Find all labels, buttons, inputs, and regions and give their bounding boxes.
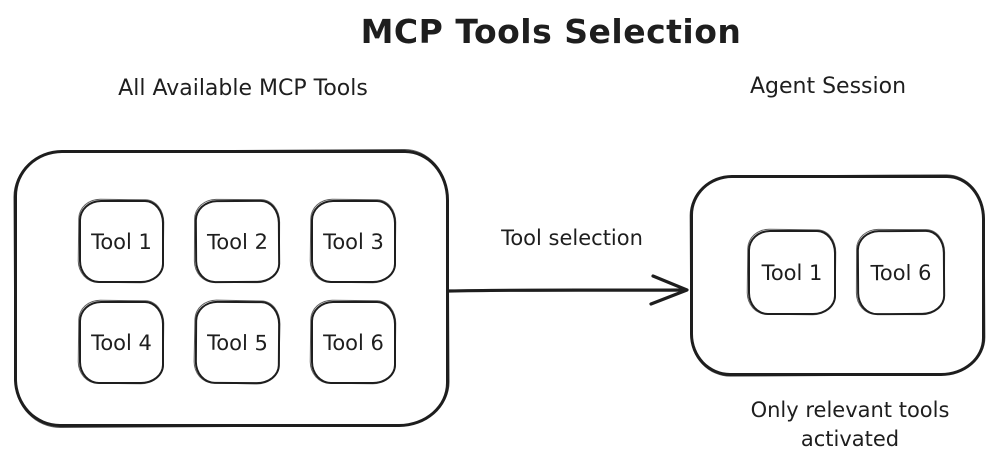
tool-card-3: Tool 3 bbox=[311, 200, 396, 283]
tool-card-2: Tool 2 bbox=[194, 199, 281, 284]
available-tools-container: Tool 1 Tool 2 Tool 3 Tool 4 Tool 5 Tool … bbox=[14, 150, 449, 427]
caption-line-2: activated bbox=[800, 427, 900, 451]
tool-card-1: Tool 1 bbox=[79, 200, 164, 283]
tool-card-4: Tool 4 bbox=[79, 301, 164, 384]
selected-tool-row: Tool 1 Tool 6 bbox=[748, 229, 946, 316]
page-title: MCP Tools Selection bbox=[360, 12, 742, 51]
tool-selection-arrow-label: Tool selection bbox=[501, 226, 643, 250]
agent-session-container: Tool 1 Tool 6 bbox=[690, 175, 985, 376]
caption-line-1: Only relevant tools bbox=[750, 398, 950, 422]
available-tools-label: All Available MCP Tools bbox=[118, 76, 368, 101]
selected-tool-card-6: Tool 6 bbox=[856, 229, 946, 316]
tool-card-6: Tool 6 bbox=[311, 301, 396, 384]
tool-grid: Tool 1 Tool 2 Tool 3 Tool 4 Tool 5 Tool … bbox=[79, 199, 396, 385]
tool-card-5: Tool 5 bbox=[194, 300, 281, 385]
arrow-right-icon bbox=[447, 274, 689, 306]
selected-tool-card-1: Tool 1 bbox=[748, 230, 836, 315]
agent-session-caption: Only relevant tools activated bbox=[700, 396, 1000, 454]
agent-session-label: Agent Session bbox=[749, 74, 907, 99]
